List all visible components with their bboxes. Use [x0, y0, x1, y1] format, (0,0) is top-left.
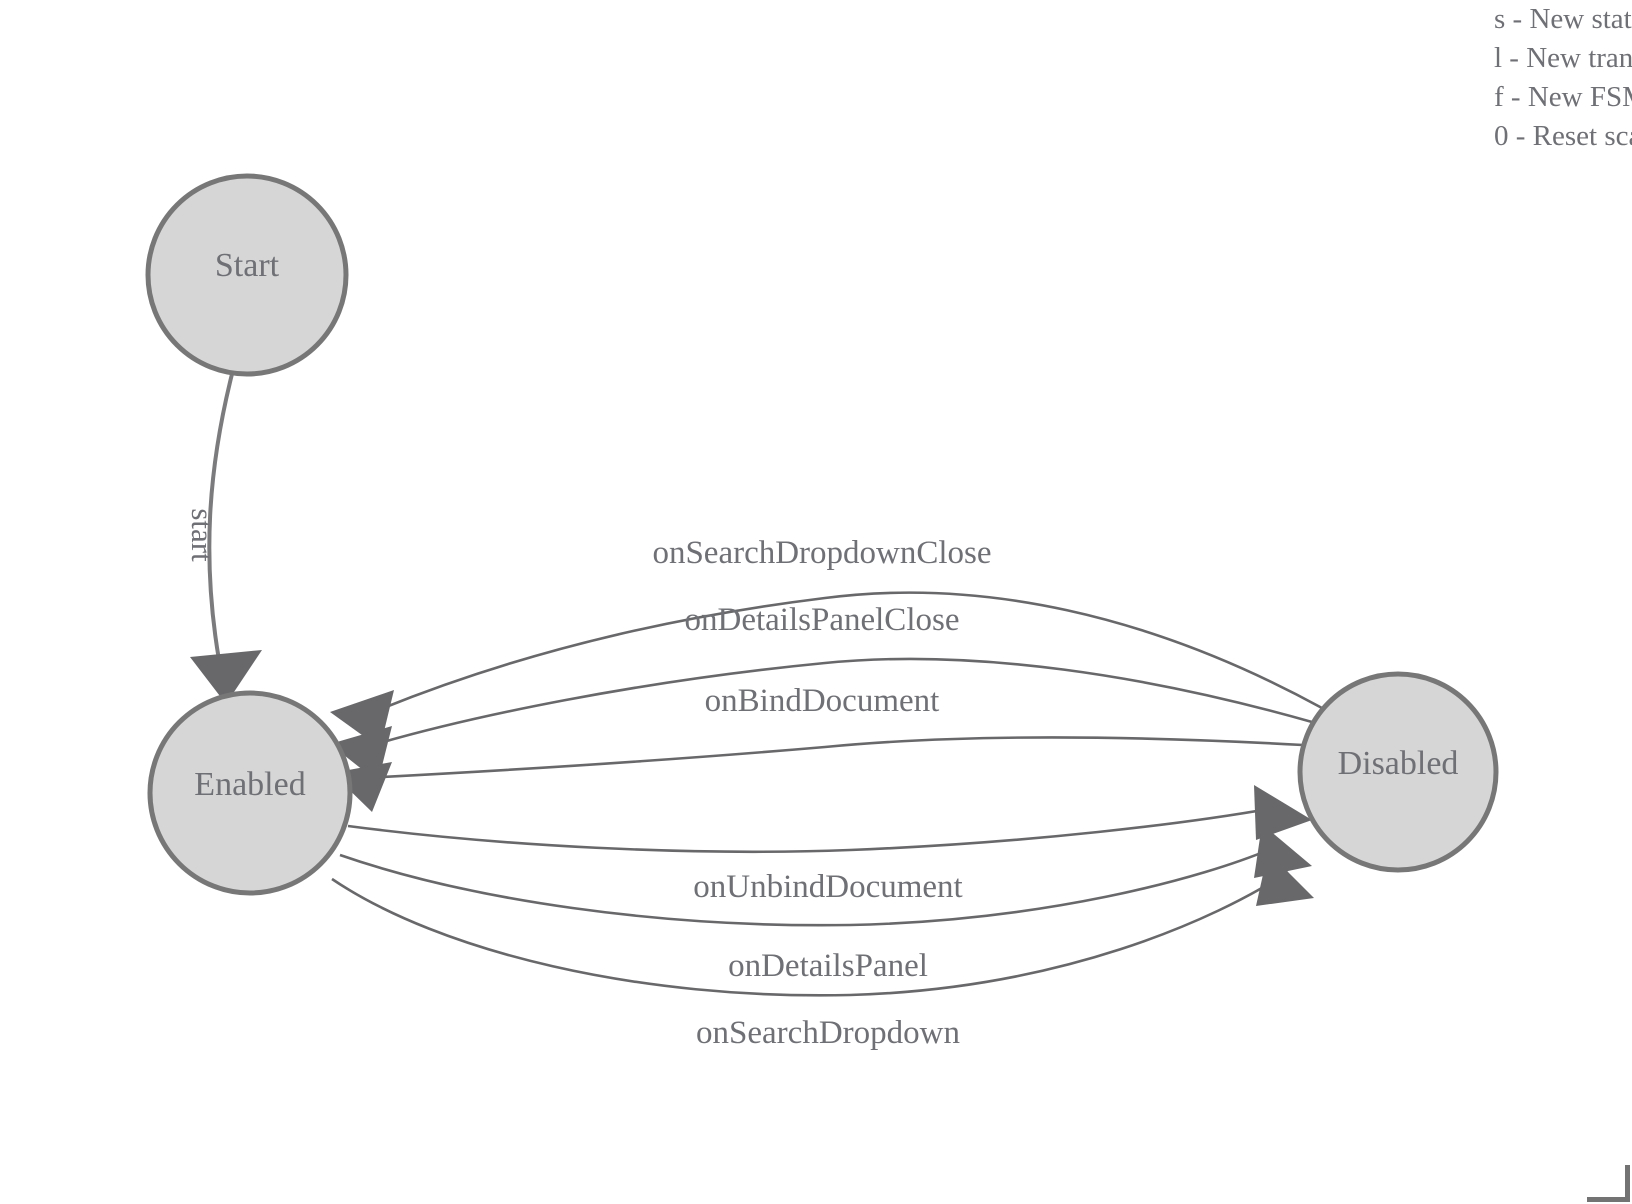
transition-onsearchdropdown[interactable]	[331, 852, 1314, 997]
transition-label-onsearchdropdown: onSearchDropdown	[696, 1015, 960, 1051]
transition-edge-ondetailspanel[interactable]	[339, 844, 1279, 927]
transition-start-to-enabled[interactable]	[190, 373, 262, 704]
state-node-start[interactable]: Start	[145, 173, 349, 377]
transition-edge-onbinddocument[interactable]	[362, 736, 1304, 780]
transition-edge-onsearchdropdownclose[interactable]	[370, 591, 1323, 715]
arrow-head-onsearchdropdown	[1256, 852, 1314, 906]
state-circle-disabled[interactable]	[1297, 671, 1499, 873]
transition-label-onunbinddocument: onUnbindDocument	[693, 869, 962, 905]
state-circle-enabled[interactable]	[147, 690, 353, 896]
transition-label-onbinddocument: onBindDocument	[705, 683, 940, 719]
transition-label-start: start	[185, 508, 220, 562]
arrow-head-start	[190, 650, 262, 704]
transition-label-onsearchdropdownclose: onSearchDropdownClose	[652, 535, 991, 571]
state-label-enabled: Enabled	[194, 766, 305, 803]
transition-label-ondetailspanel: onDetailsPanel	[728, 948, 928, 984]
arrow-head-onunbinddocument	[1254, 785, 1312, 840]
transition-edge-onsearchdropdown[interactable]	[331, 870, 1289, 997]
transition-onunbinddocument[interactable]	[347, 785, 1312, 854]
state-circle-start[interactable]	[145, 173, 349, 377]
transition-ondetailspanelclose[interactable]	[330, 657, 1313, 782]
state-label-start: Start	[215, 247, 280, 284]
resize-corner-handle[interactable]	[1587, 1165, 1630, 1202]
state-node-enabled[interactable]: Enabled	[147, 690, 353, 896]
transition-edge-onunbinddocument[interactable]	[347, 806, 1275, 854]
transition-onbinddocument[interactable]	[332, 736, 1304, 812]
transition-edge-start[interactable]	[207, 373, 234, 661]
transition-edge-ondetailspanelclose[interactable]	[365, 657, 1313, 749]
state-node-disabled[interactable]: Disabled	[1297, 671, 1499, 873]
transition-label-ondetailspanelclose: onDetailsPanelClose	[685, 602, 960, 638]
state-label-disabled: Disabled	[1338, 745, 1459, 782]
